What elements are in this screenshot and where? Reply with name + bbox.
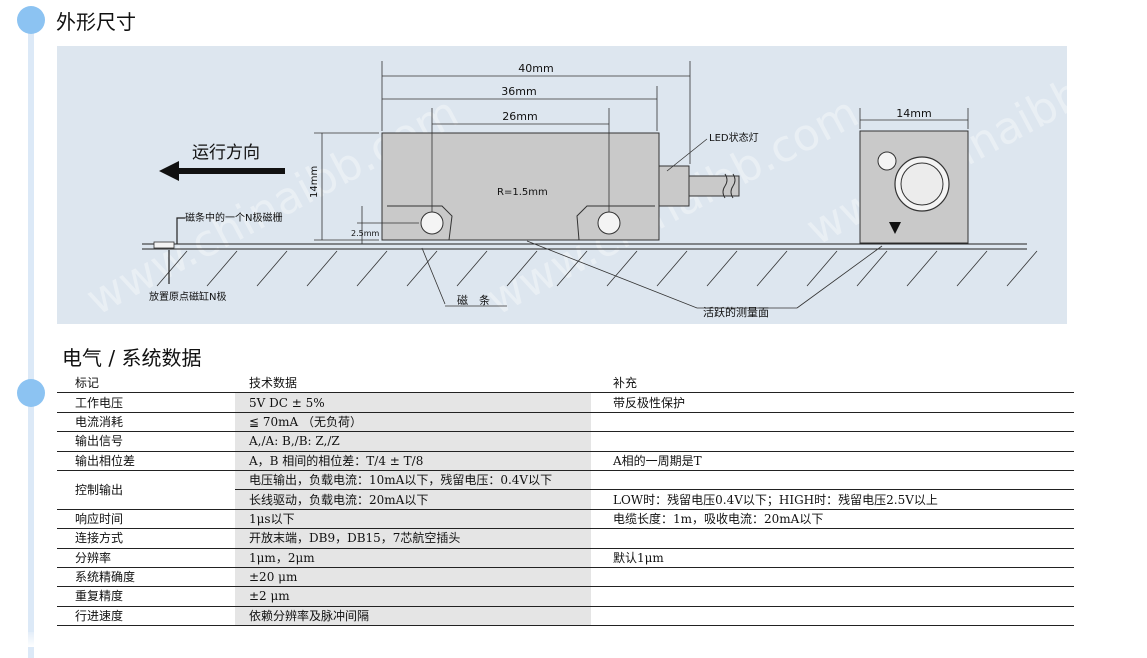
row-data: ≦ 70mA （无负荷） bbox=[235, 412, 591, 433]
row-label: 控制输出 bbox=[57, 470, 235, 510]
measuring-face-marker bbox=[889, 222, 901, 234]
row-extra bbox=[591, 586, 1074, 607]
origin-label: 放置原点磁缸N极 bbox=[149, 290, 226, 303]
table-row: 重复精度 ±2 μm bbox=[57, 586, 1074, 607]
dim-14-side-label: 14mm bbox=[309, 166, 320, 198]
table-row: 工作电压 5V DC ± 5% 带反极性保护 bbox=[57, 392, 1074, 413]
row-label: 输出相位差 bbox=[57, 451, 235, 471]
table-row: 系统精确度 ±20 μm bbox=[57, 567, 1074, 588]
sensor-notch bbox=[387, 205, 655, 241]
cable-gland bbox=[658, 165, 690, 207]
spec-table: 标记 技术数据 补充 工作电压 5V DC ± 5% 带反极性保护 电流消耗 ≦… bbox=[57, 374, 1074, 627]
direction-label: 运行方向 bbox=[192, 143, 260, 163]
table-row: 电流消耗 ≦ 70mA （无负荷） bbox=[57, 412, 1074, 433]
row-extra bbox=[591, 528, 1074, 549]
strip-label: 磁 条 bbox=[457, 293, 490, 307]
table-row: 输出相位差 A，B 相间的相位差：T/4 ± T/8 A相的一周期是T bbox=[57, 451, 1074, 471]
row-data: ±20 μm bbox=[235, 567, 591, 588]
row-extra: 电缆长度：1m，吸收电流：20mA以下 bbox=[591, 509, 1074, 530]
row-label: 重复精度 bbox=[57, 586, 235, 607]
active-face-leader bbox=[526, 240, 797, 309]
dim-14-top-label: 14mm bbox=[896, 107, 931, 120]
dim-26-label: 26mm bbox=[502, 110, 537, 123]
timeline-bar bbox=[28, 18, 34, 658]
table-row: 连接方式 开放末端，DB9，DB15，7芯航空插头 bbox=[57, 528, 1074, 549]
dimension-diagram: www.chinaibb.com www.chinaibb.com www.ch… bbox=[57, 46, 1067, 324]
led-label: LED状态灯 bbox=[709, 131, 759, 144]
row-data: 1μm，2μm bbox=[235, 548, 591, 568]
header-label: 标记 bbox=[57, 374, 235, 394]
dim-40-label: 40mm bbox=[518, 62, 553, 75]
bottom-fade bbox=[0, 632, 1147, 647]
row-data: 1μs以下 bbox=[235, 509, 591, 530]
mount-hole-right bbox=[597, 211, 621, 235]
row-data: 依赖分辨率及脉冲间隔 bbox=[235, 606, 591, 627]
cable-break bbox=[722, 173, 736, 199]
active-face-label: 活跃的测量面 bbox=[703, 305, 769, 319]
mount-hole-left bbox=[420, 211, 444, 235]
row-extra bbox=[591, 412, 1074, 433]
row-extra: A相的一周期是T bbox=[591, 451, 1074, 471]
header-data: 技术数据 bbox=[235, 374, 591, 394]
row-label: 工作电压 bbox=[57, 392, 235, 413]
row-data: A，B 相间的相位差：T/4 ± T/8 bbox=[235, 451, 591, 471]
section-marker-dot bbox=[17, 379, 45, 407]
table-row: 分辨率 1μm，2μm 默认1μm bbox=[57, 548, 1074, 568]
table-row: 控制输出 电压输出，负载电流：10mA以下，残留电压：0.4V以下 bbox=[57, 470, 1074, 510]
row-extra: 带反极性保护 bbox=[591, 392, 1074, 413]
row-extra bbox=[591, 470, 1074, 491]
row-label: 行进速度 bbox=[57, 606, 235, 627]
dimension-drawing: www.chinaibb.com www.chinaibb.com www.ch… bbox=[78, 46, 1067, 324]
table-row: 长线驱动，负载电流：20mA以下 LOW时：残留电压0.4V以下；HIGH时：残… bbox=[57, 489, 1074, 510]
section-title-outline: 外形尺寸 bbox=[56, 10, 136, 34]
row-label: 连接方式 bbox=[57, 528, 235, 549]
cable-outlet-inner bbox=[900, 162, 944, 206]
active-face-leader-2 bbox=[796, 245, 883, 309]
direction-arrow-shaft bbox=[175, 168, 285, 174]
ground-hatch bbox=[156, 250, 1038, 287]
row-label: 系统精确度 bbox=[57, 567, 235, 588]
section-marker-dot bbox=[17, 6, 45, 34]
table-header-row: 标记 技术数据 补充 bbox=[57, 374, 1074, 394]
row-data: A,/A: B,/B: Z,/Z bbox=[235, 431, 591, 452]
dim-2-5-label: 2.5mm bbox=[351, 229, 380, 238]
row-label: 电流消耗 bbox=[57, 412, 235, 433]
strip-leader bbox=[421, 247, 446, 305]
row-data: 开放末端，DB9，DB15，7芯航空插头 bbox=[235, 528, 591, 549]
table-row: 响应时间 1μs以下 电缆长度：1m，吸收电流：20mA以下 bbox=[57, 509, 1074, 530]
row-extra bbox=[591, 431, 1074, 452]
row-extra: LOW时：残留电压0.4V以下；HIGH时：残留电压2.5V以上 bbox=[591, 489, 1074, 510]
row-data: 电压输出，负载电流：10mA以下，残留电压：0.4V以下 bbox=[235, 470, 591, 491]
header-extra: 补充 bbox=[591, 374, 1074, 394]
radius-label: R=1.5mm bbox=[497, 187, 548, 198]
row-extra bbox=[591, 567, 1074, 588]
dim-36-label: 36mm bbox=[501, 85, 536, 98]
dimension-lines bbox=[314, 61, 691, 244]
row-data: ±2 μm bbox=[235, 586, 591, 607]
row-label: 响应时间 bbox=[57, 509, 235, 530]
row-label: 输出信号 bbox=[57, 431, 235, 452]
origin-magnet bbox=[153, 241, 175, 249]
row-label: 分辨率 bbox=[57, 548, 235, 568]
table-row: 行进速度 依赖分辨率及脉冲间隔 bbox=[57, 606, 1074, 627]
section-title-electrical: 电气 / 系统数据 bbox=[62, 346, 202, 370]
n-pole-label: 磁条中的一个N极磁栅 bbox=[185, 211, 282, 224]
n-pole-leader bbox=[176, 217, 185, 244]
table-row: 输出信号 A,/A: B,/B: Z,/Z bbox=[57, 431, 1074, 452]
row-extra: 默认1μm bbox=[591, 548, 1074, 568]
row-data: 5V DC ± 5% bbox=[235, 392, 591, 413]
led-leader bbox=[666, 138, 708, 172]
row-extra bbox=[591, 606, 1074, 627]
direction-arrow-head bbox=[159, 161, 179, 181]
led-window bbox=[877, 151, 897, 171]
row-data: 长线驱动，负载电流：20mA以下 bbox=[235, 489, 591, 510]
